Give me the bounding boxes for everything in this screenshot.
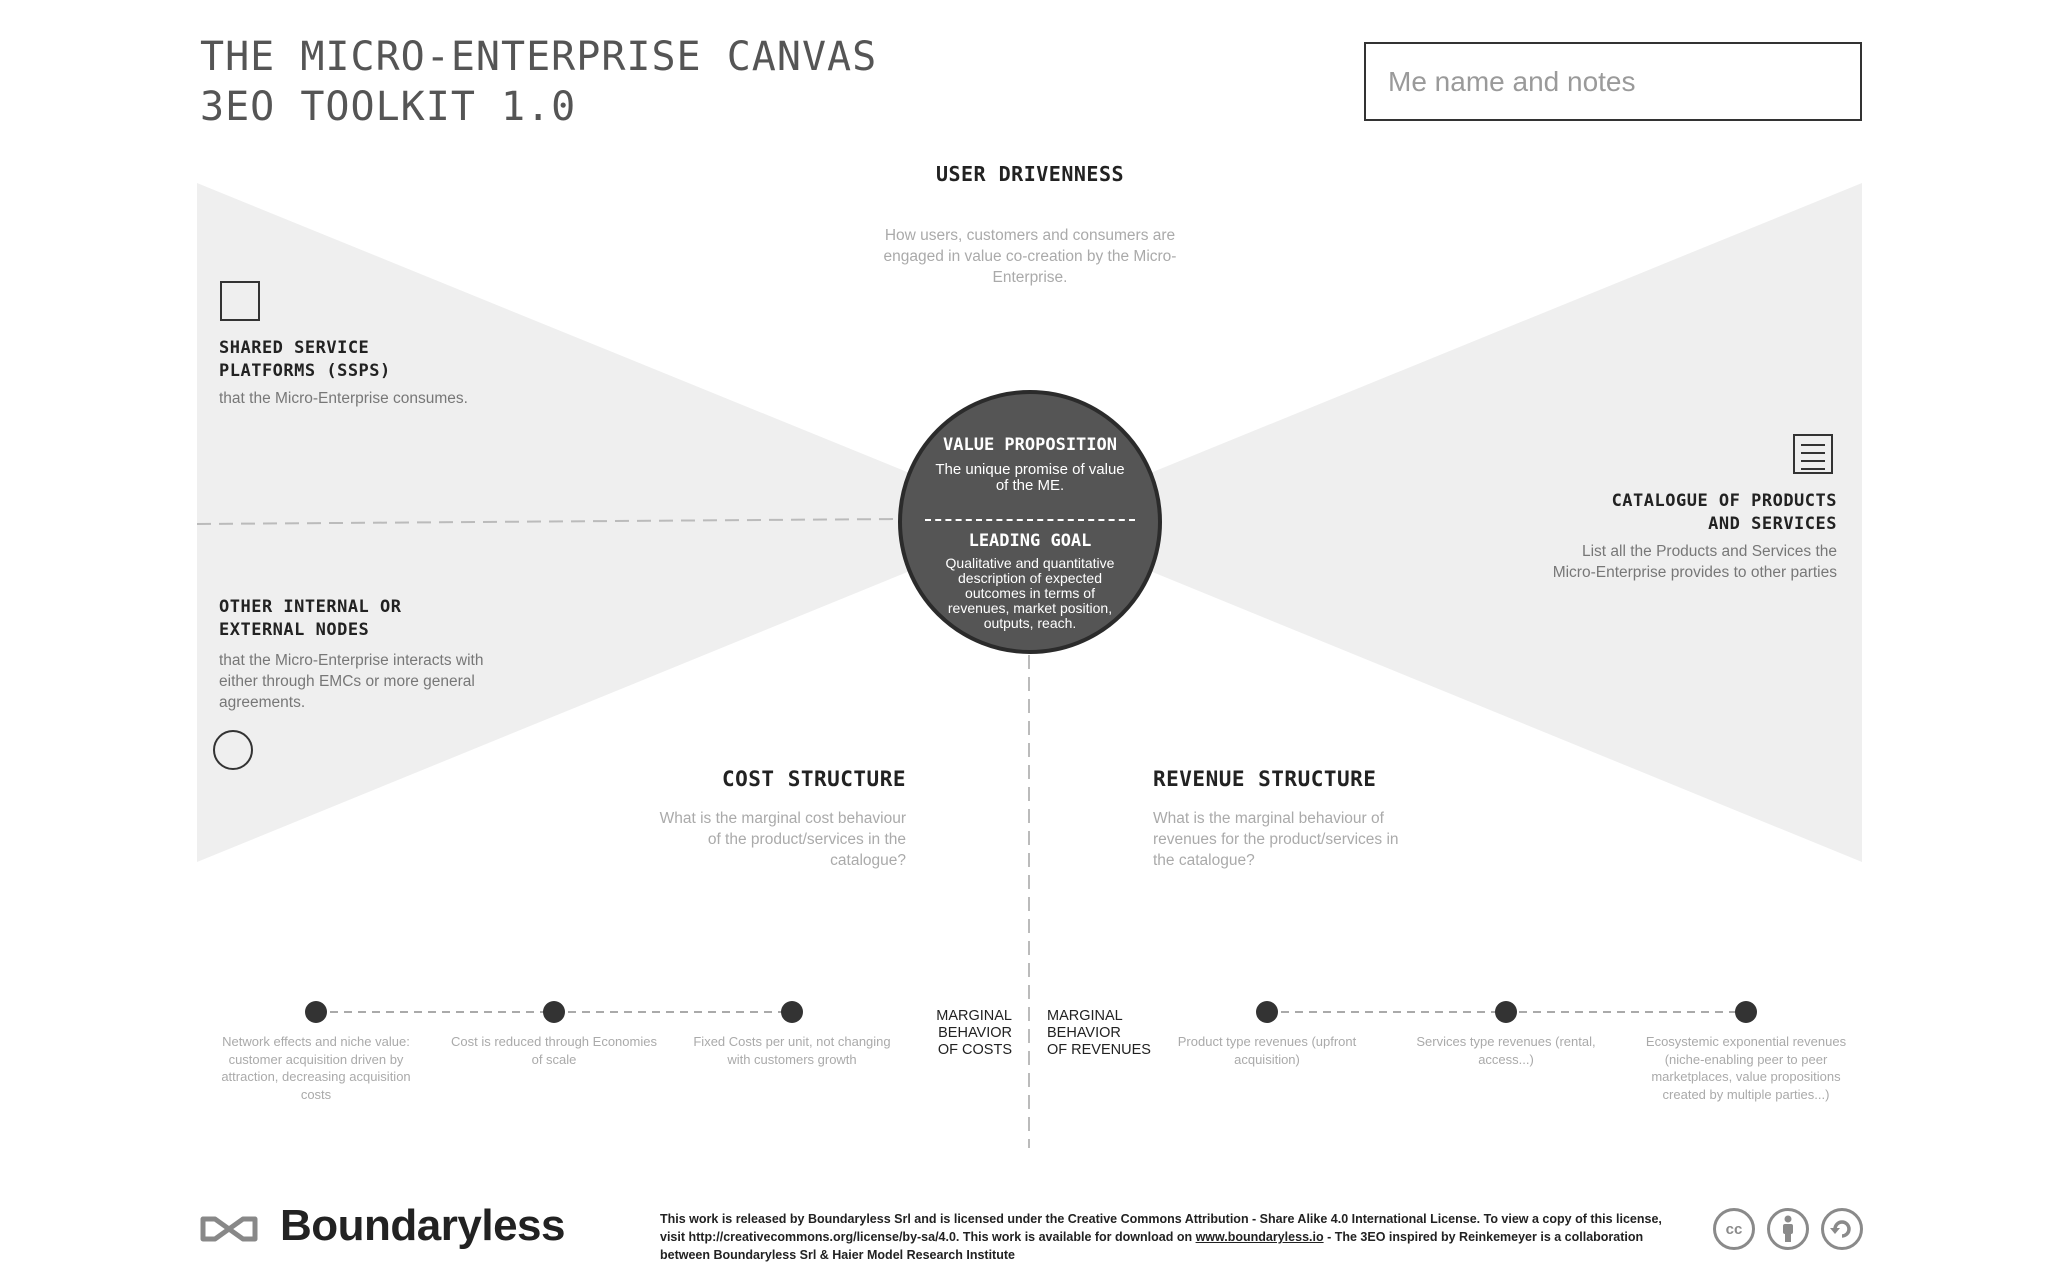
license-text: This work is released by Boundaryless Sr… <box>660 1210 1670 1264</box>
user-drivenness-title: USER DRIVENNESS <box>935 162 1125 186</box>
horizontal-dashed-divider <box>196 518 901 525</box>
catalogue-title-line-2: AND SERVICES <box>1708 514 1837 534</box>
name-notes-placeholder: Me name and notes <box>1388 65 1636 97</box>
license-link[interactable]: www.boundaryless.io <box>1195 1230 1324 1244</box>
revenue-timeline-dot <box>1495 1001 1517 1023</box>
revenue-timeline-dot <box>1256 1001 1278 1023</box>
catalogue-title: CATALOGUE OF PRODUCTS AND SERVICES <box>1540 490 1837 536</box>
value-proposition-desc: The unique promise of value of the ME. <box>935 461 1125 494</box>
marginal-revenues-line-2: BEHAVIOR <box>1047 1025 1121 1041</box>
left-wing <box>197 183 1030 862</box>
cost-timeline-label: Fixed Costs per unit, not changing with … <box>693 1034 891 1067</box>
revenue-structure-title: REVENUE STRUCTURE <box>1153 767 1377 791</box>
other-nodes-desc: that the Micro-Enterprise interacts with… <box>219 652 484 711</box>
square-icon <box>220 281 260 321</box>
title-line-2: 3EO TOOLKIT 1.0 <box>200 84 577 130</box>
circle-divider <box>925 519 1135 521</box>
page-title: THE MICRO-ENTERPRISE CANVAS 3EO TOOLKIT … <box>200 32 877 132</box>
cost-structure-desc: What is the marginal cost behaviour of t… <box>659 810 906 869</box>
revenue-timeline-label: Services type revenues (rental, access..… <box>1416 1034 1596 1067</box>
cost-timeline-label: Cost is reduced through Economies of sca… <box>451 1034 657 1067</box>
other-nodes-title-line-2: EXTERNAL NODES <box>219 620 370 640</box>
title-line-1: THE MICRO-ENTERPRISE CANVAS <box>200 34 878 80</box>
cost-timeline-dot <box>305 1001 327 1023</box>
name-notes-field[interactable]: Me name and notes <box>1364 42 1862 121</box>
catalogue-title-line-1: CATALOGUE OF PRODUCTS <box>1611 491 1837 511</box>
shared-platforms-desc: that the Micro-Enterprise consumes. <box>219 390 468 407</box>
revenue-timeline-label: Ecosystemic exponential revenues (niche-… <box>1645 1034 1847 1102</box>
marginal-costs-line-2: BEHAVIOR <box>938 1025 1012 1041</box>
boundaryless-logo-icon <box>200 1216 258 1242</box>
marginal-revenues-line-1: MARGINAL <box>1047 1008 1123 1024</box>
revenue-structure-desc: What is the marginal behaviour of revenu… <box>1153 810 1399 869</box>
revenue-timeline-dot <box>1735 1001 1757 1023</box>
value-proposition-title: VALUE PROPOSITION <box>943 435 1117 455</box>
marginal-costs-line-1: MARGINAL <box>936 1008 1012 1024</box>
list-icon <box>1793 434 1833 474</box>
other-nodes-title-line-1: OTHER INTERNAL OR <box>219 597 402 617</box>
shared-platforms-title-line-1: SHARED SERVICE <box>219 338 370 358</box>
license-text-pre: This work is released by Boundaryless Sr… <box>660 1212 1662 1244</box>
cc-icon-label: cc <box>1725 1220 1743 1238</box>
person-icon <box>1783 1215 1793 1242</box>
share-alike-arrow-icon <box>1830 1220 1851 1238</box>
marginal-revenues-line-3: OF REVENUES <box>1047 1042 1151 1058</box>
license-text-post: - The 3EO inspired by Reinkemeyer is a c… <box>660 1230 1644 1262</box>
share-alike-icon <box>1821 1208 1863 1250</box>
other-nodes-title: OTHER INTERNAL OR EXTERNAL NODES <box>219 596 539 642</box>
cc-icon: cc <box>1713 1208 1755 1250</box>
catalogue-desc: List all the Products and Services the M… <box>1552 543 1837 581</box>
marginal-revenues-label: MARGINAL BEHAVIOR OF REVENUES <box>1047 1008 1157 1059</box>
marginal-costs-label: MARGINAL BEHAVIOR OF COSTS <box>920 1008 1012 1059</box>
value-proposition-circle <box>898 390 1162 654</box>
shared-platforms-title: SHARED SERVICE PLATFORMS (SSPS) <box>219 337 519 383</box>
brand-name: Boundaryless <box>280 1201 565 1250</box>
right-wing <box>1030 183 1862 862</box>
cost-timeline-label: Network effects and niche value: custome… <box>221 1034 411 1102</box>
leading-goal-desc: Qualitative and quantitative description… <box>945 555 1115 631</box>
leading-goal-title: LEADING GOAL <box>968 531 1092 551</box>
marginal-costs-line-3: OF COSTS <box>937 1042 1012 1058</box>
cost-timeline-dot <box>543 1001 565 1023</box>
circle-icon <box>213 730 253 770</box>
shared-platforms-title-line-2: PLATFORMS (SSPS) <box>219 361 391 381</box>
attribution-icon <box>1767 1208 1809 1250</box>
user-drivenness-desc: How users, customers and consumers are e… <box>883 227 1177 286</box>
cost-structure-title: COST STRUCTURE <box>721 767 906 791</box>
revenue-timeline-label: Product type revenues (upfront acquisiti… <box>1177 1034 1357 1067</box>
cost-timeline-dot <box>781 1001 803 1023</box>
